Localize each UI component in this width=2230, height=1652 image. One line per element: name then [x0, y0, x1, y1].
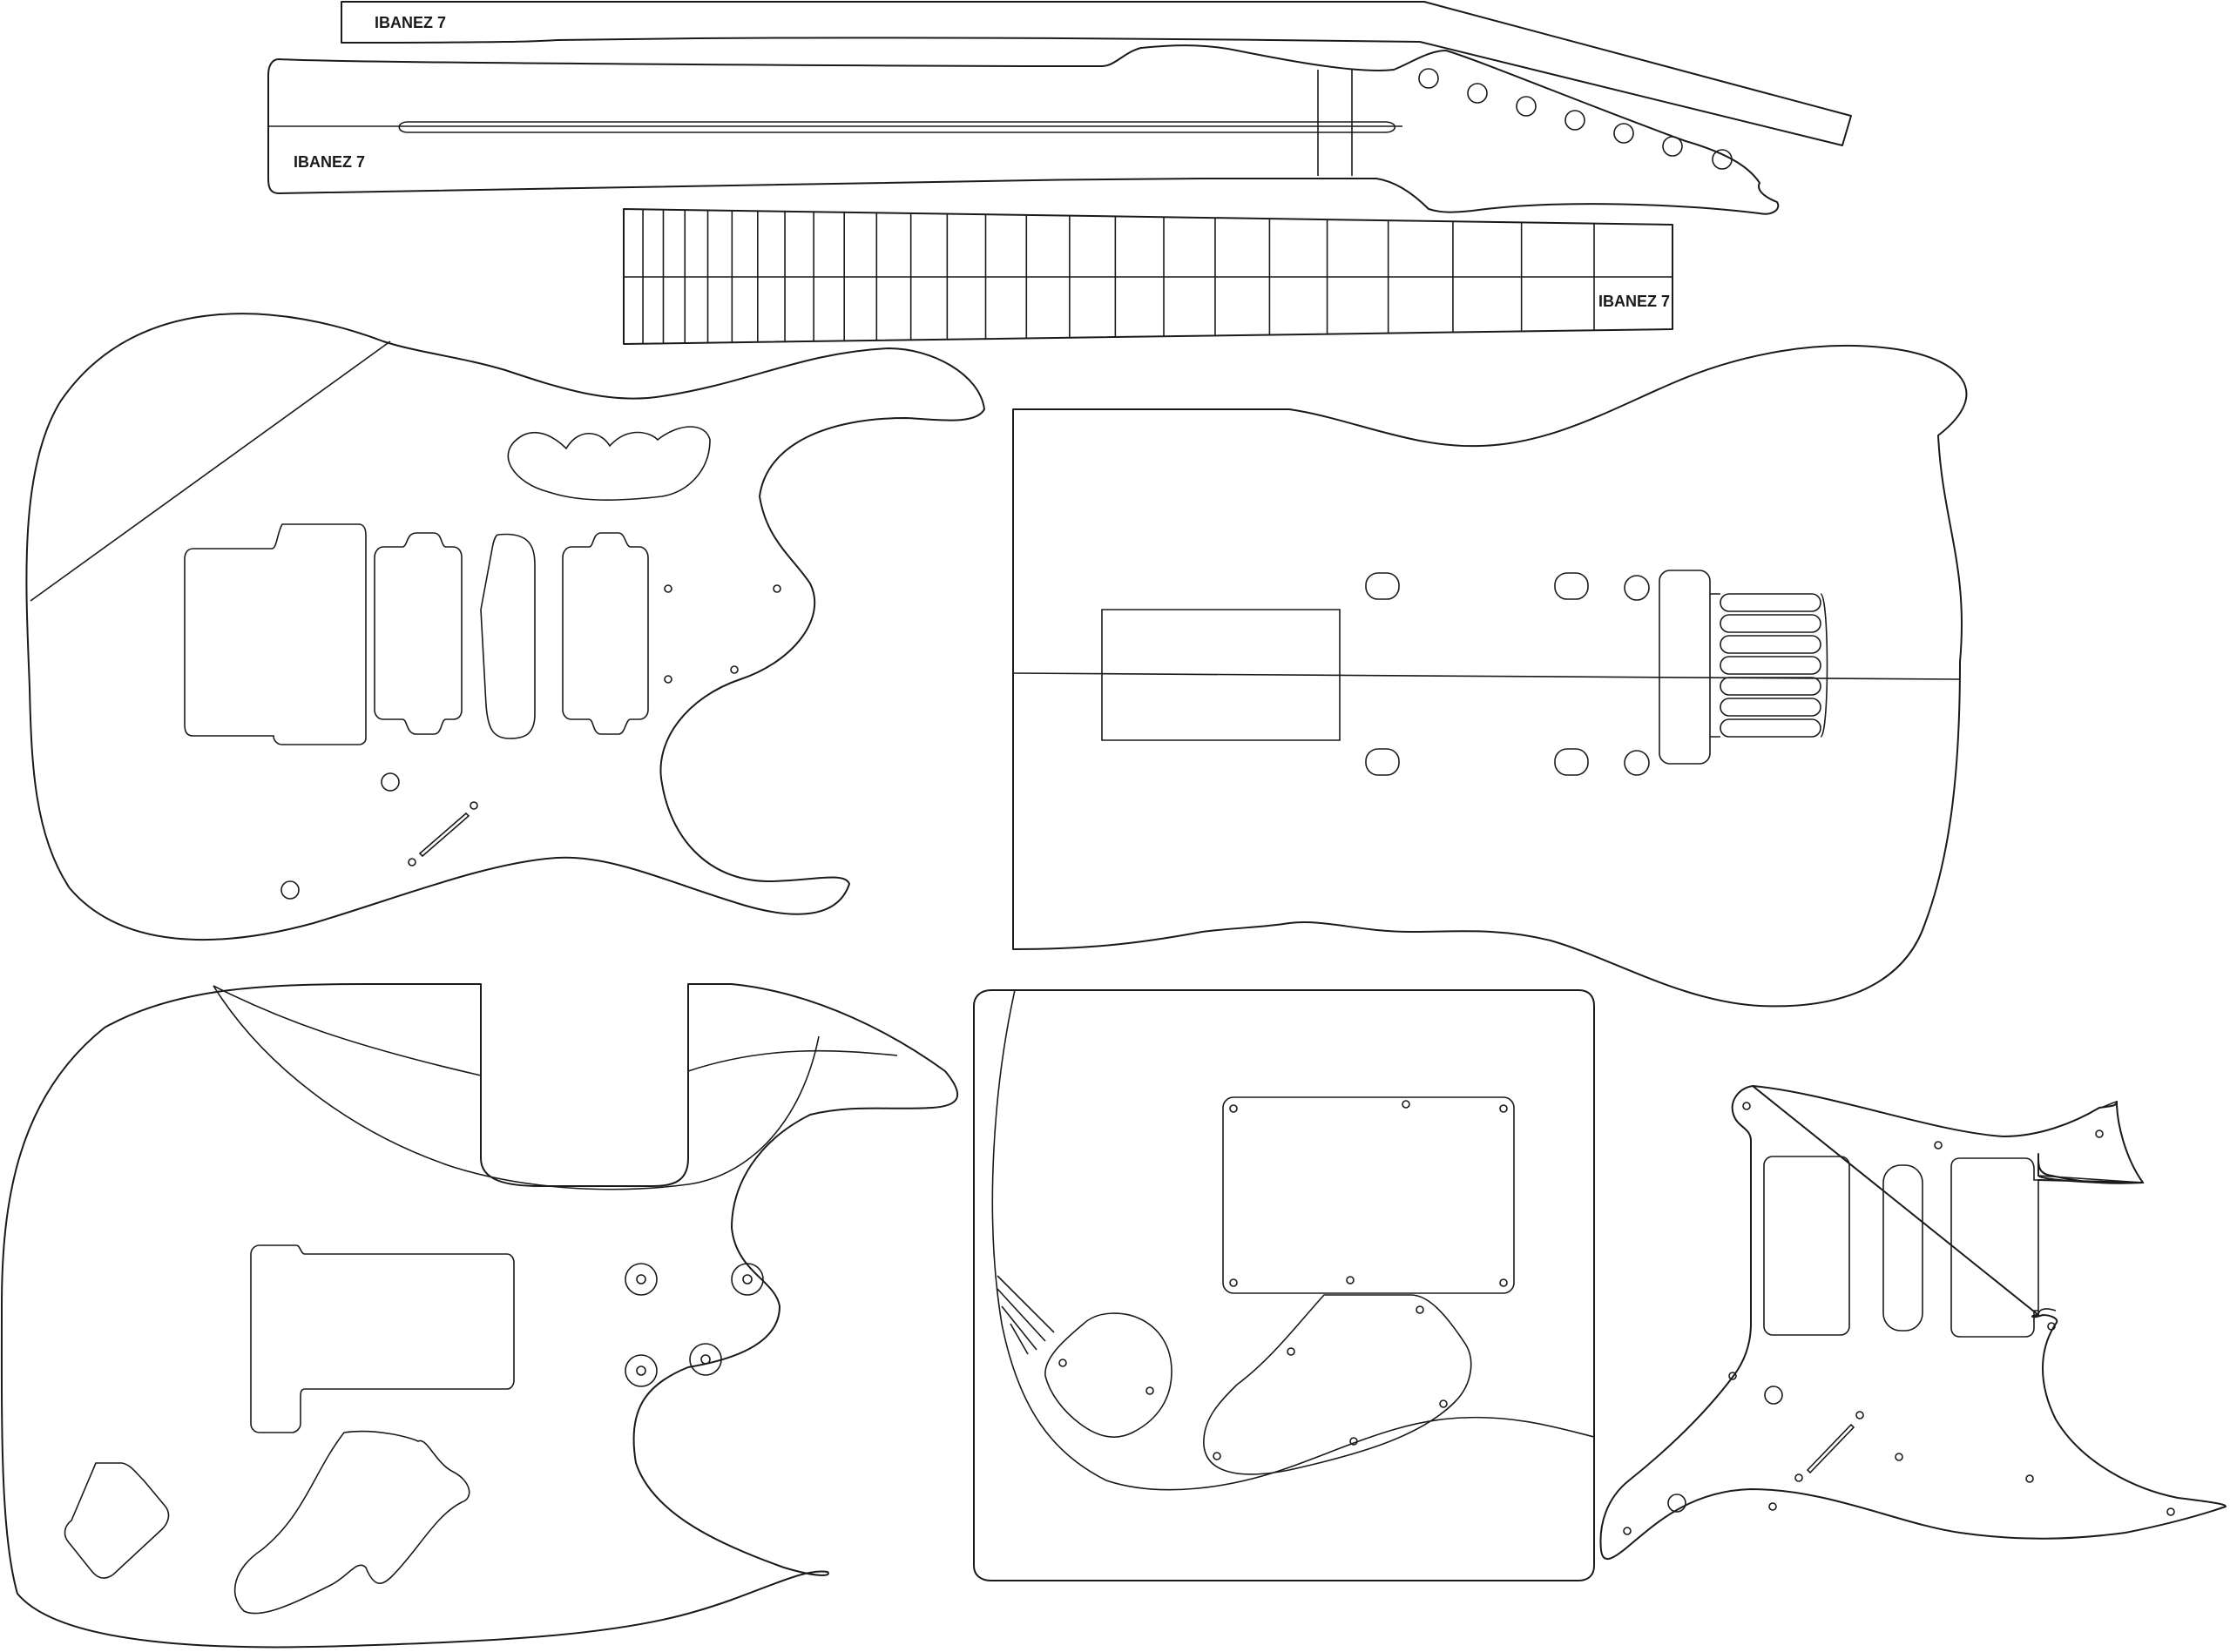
middle-pickup-route — [480, 533, 536, 739]
switch-slot — [418, 812, 470, 858]
control-cover-plate — [1203, 1294, 1472, 1475]
jack-cover-plate — [1044, 1312, 1172, 1438]
neck-side-profile: IBANEZ 7 — [341, 1, 1852, 146]
string-through-slots — [1710, 593, 1828, 738]
pickguard-neck-humbucker — [1763, 1156, 1850, 1336]
body-top-view — [25, 313, 985, 941]
neck-top-label: IBANEZ 7 — [294, 153, 365, 171]
pickguard-bridge-humbucker — [1950, 1157, 2039, 1338]
jack-plate — [64, 1462, 170, 1579]
fretboard: IBANEZ 7 — [623, 208, 1673, 345]
control-knob-holes — [625, 1263, 764, 1387]
truss-rod-channel — [398, 121, 1396, 133]
fretboard-label: IBANEZ 7 — [1598, 293, 1670, 310]
tuner-holes — [1418, 68, 1733, 170]
cover-plate-sheet — [973, 989, 1595, 1581]
neck-top-view: IBANEZ 7 — [267, 44, 1780, 215]
control-cavity — [507, 426, 711, 501]
neck-pickup-route — [374, 532, 463, 735]
pickguard-switch-slot — [1806, 1423, 1855, 1474]
pickguard-single-coil — [1882, 1164, 1923, 1332]
tremolo-cavity — [184, 523, 367, 745]
bridge-pickup-route — [562, 532, 649, 735]
back-control-cavity — [250, 1244, 515, 1433]
body-back-view — [1012, 345, 1968, 1008]
body-cavity-view — [0, 983, 959, 1649]
back-tremolo-cavity — [1101, 609, 1341, 741]
string-ferrule-plate — [1659, 570, 1711, 765]
back-pickup-cavity — [233, 1430, 470, 1615]
neck-side-label: IBANEZ 7 — [375, 14, 446, 31]
tremolo-cover-plate — [1222, 1096, 1515, 1294]
fret-lines — [623, 209, 1595, 344]
pickguard — [1599, 1085, 2227, 1560]
